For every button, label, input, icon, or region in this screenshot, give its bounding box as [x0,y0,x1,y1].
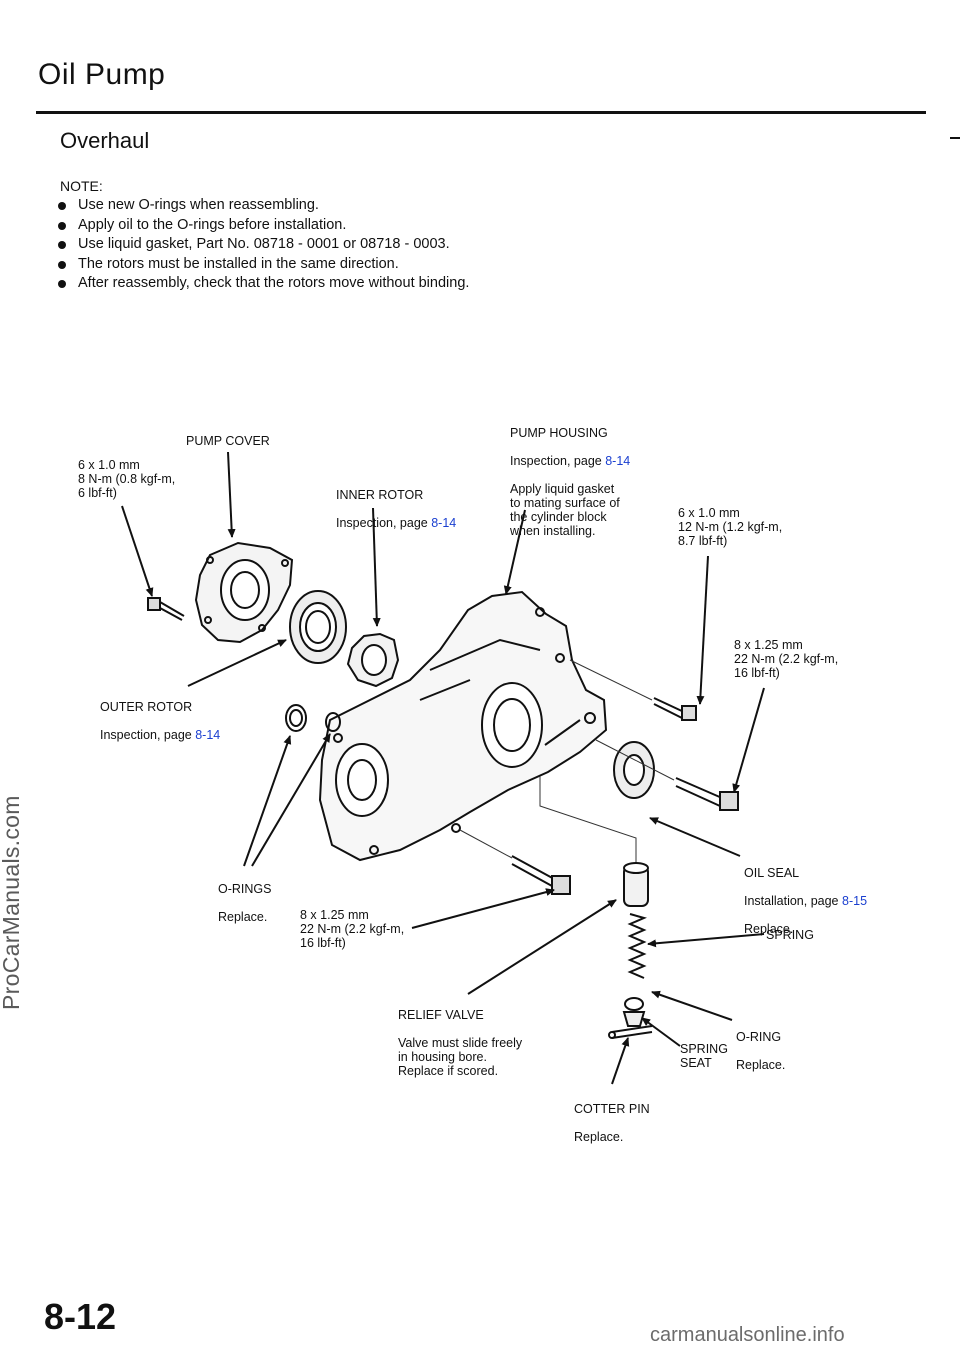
outer-rotor-callout: OUTER ROTOR Inspection, page 8-14 [100,686,220,756]
o-rings-note: Replace. [218,910,268,924]
oil-seal-label: OIL SEAL [744,866,800,880]
relief-valve-part [623,862,649,907]
pump-housing-note: Inspection, page [510,454,606,468]
relief-valve-label: RELIEF VALVE [398,1008,484,1022]
spring-part [627,913,647,979]
oil-seal-page-link[interactable]: 8-15 [842,894,868,908]
pump-housing-part [318,590,608,862]
page-title: Oil Pump [38,58,166,91]
inner-rotor-page-link[interactable]: 8-14 [431,516,457,530]
spring-seat-part [622,997,646,1027]
spring-seat-label: SPRING SEAT [680,1042,728,1070]
spring-label: SPRING [766,928,814,942]
o-rings-callout: O-RINGS Replace. [218,868,271,938]
oil-seal-replace-note: Replace. [744,922,794,936]
note-label: NOTE: [60,178,103,194]
outer-rotor-note: Inspection, page [100,728,196,742]
o-ring-label: O-RING [736,1030,782,1044]
bolt-8x125-bottom-part [511,855,571,895]
note-item: Use liquid gasket, Part No. 08718 - 0001… [46,235,469,255]
bolt-8x125-right-part [675,777,739,811]
cotter-pin-callout: COTTER PIN Replace. [574,1088,650,1158]
pump-housing-page-link[interactable]: 8-14 [605,454,631,468]
cotter-pin-label: COTTER PIN [574,1102,650,1116]
cotter-pin-part [608,1025,653,1039]
page-number: 8-12 [44,1296,117,1337]
bolt-6x1-12nm-part [653,697,697,721]
bullet-icon [58,241,66,249]
leader-lines [121,451,765,1085]
inner-rotor-note: Inspection, page [336,516,432,530]
bottom-bolt-spec: 8 x 1.25 mm 22 N-m (2.2 kgf-m, 16 lbf-ft… [300,908,405,950]
oil-seal-part [613,741,655,799]
housing-bolt-spec: 6 x 1.0 mm 12 N-m (1.2 kgf-m, 8.7 lbf-ft… [678,506,783,548]
bullet-icon [58,221,66,230]
section-title: Overhaul [60,128,150,153]
outer-rotor-part [289,590,347,664]
oil-seal-callout: OIL SEAL Installation, page 8-15 Replace… [744,852,867,950]
pump-cover-label: PUMP COVER [186,434,270,448]
o-rings-part [285,704,341,732]
pump-housing-gasket-note: Apply liquid gasket to mating surface of… [510,482,620,538]
inner-rotor-part [346,632,400,688]
pump-cover-part [194,541,294,644]
bullet-icon [58,202,66,210]
corner-mark [950,137,960,139]
assembly-guide-lines [459,659,675,862]
note-item: After reassembly, check that the rotors … [46,274,469,294]
bullet-icon [58,260,66,269]
pump-cover-bolt-spec: 6 x 1.0 mm 8 N-m (0.8 kgf-m, 6 lbf-ft) [78,458,176,500]
o-ring-note: Replace. [736,1058,786,1072]
right-bolt-spec: 8 x 1.25 mm 22 N-m (2.2 kgf-m, 16 lbf-ft… [734,638,839,680]
o-rings-label: O-RINGS [218,882,272,896]
outer-rotor-page-link[interactable]: 8-14 [195,728,221,742]
note-item: The rotors must be installed in the same… [46,255,469,275]
pump-housing-callout: PUMP HOUSING Inspection, page 8-14 Apply… [510,412,630,552]
title-rule [36,111,926,114]
inner-rotor-label: INNER ROTOR [336,488,424,502]
o-ring-callout: O-RING Replace. [736,1016,785,1086]
notes-list: Use new O-rings when reassembling. Apply… [46,196,469,294]
outer-rotor-label: OUTER ROTOR [100,700,193,714]
oil-seal-note: Installation, page [744,894,842,908]
relief-valve-note: Valve must slide freely in housing bore.… [398,1036,523,1078]
footer-watermark: carmanualsonline.info [650,1324,845,1346]
pump-housing-label: PUMP HOUSING [510,426,608,440]
relief-valve-callout: RELIEF VALVE Valve must slide freely in … [398,994,522,1092]
inner-rotor-callout: INNER ROTOR Inspection, page 8-14 [336,474,456,544]
bullet-icon [58,280,66,288]
note-item: Apply oil to the O-rings before installa… [46,216,469,236]
cotter-pin-note: Replace. [574,1130,624,1144]
bolt-6x1-part [147,597,185,621]
note-item: Use new O-rings when reassembling. [46,196,469,216]
